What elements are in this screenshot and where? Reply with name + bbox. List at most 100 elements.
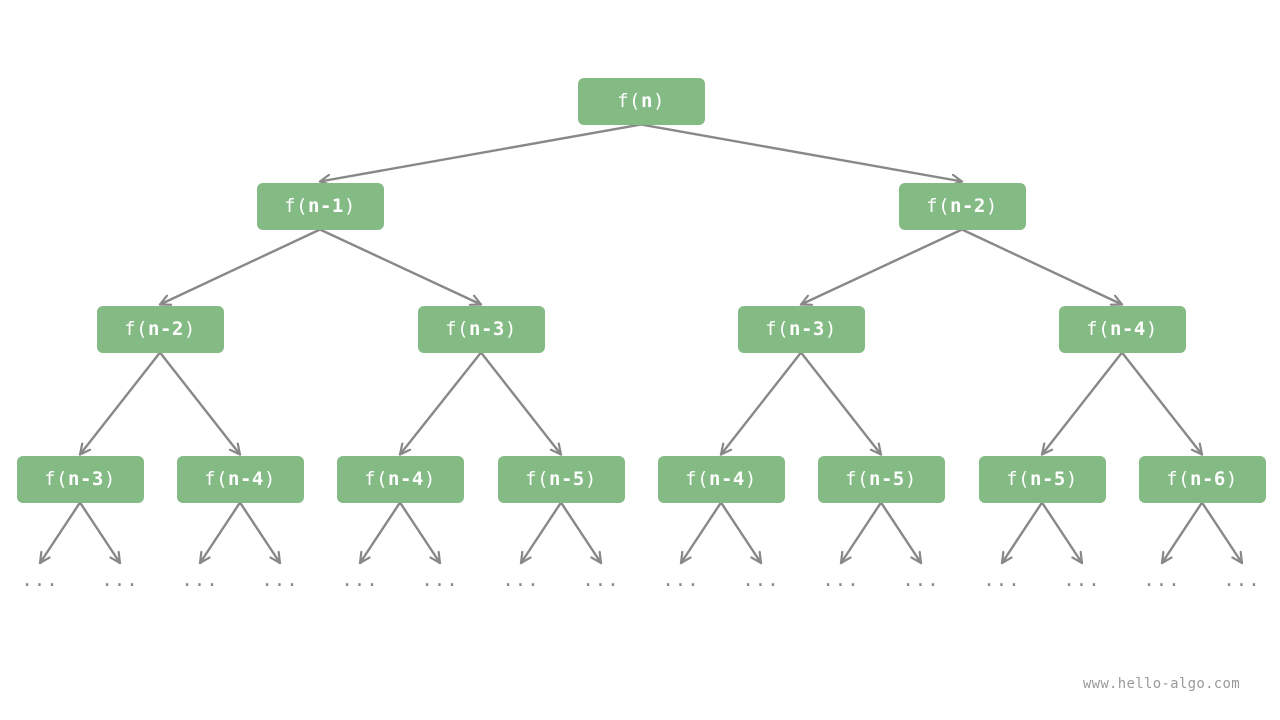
edge-l1-a-to-l2-a xyxy=(158,228,322,305)
call-node-argument: n-3 xyxy=(68,467,104,490)
call-node-function: f( xyxy=(765,317,790,340)
call-node-function: f( xyxy=(204,467,229,490)
ellipsis: ... xyxy=(742,569,780,591)
call-node-root: f(n) xyxy=(577,77,705,125)
call-node-close: ) xyxy=(183,317,196,340)
edge-l3-d-to-truncated-1 xyxy=(519,501,563,565)
edge-l2-b-to-l3-d xyxy=(479,351,563,456)
call-node-l1-b: f(n-2) xyxy=(898,182,1026,230)
edge-l3-c-to-truncated-2 xyxy=(398,501,442,565)
ellipsis: ... xyxy=(341,569,379,591)
call-node-argument: n-2 xyxy=(950,194,986,217)
call-node-l3-a: f(n-3) xyxy=(16,455,144,503)
edge-l2-c-to-l3-f xyxy=(799,351,883,456)
call-node-l2-b: f(n-3) xyxy=(417,305,545,353)
call-node-close: ) xyxy=(1145,317,1158,340)
watermark: www.hello-algo.com xyxy=(1082,676,1240,692)
edge-l3-f-to-truncated-2 xyxy=(879,501,923,565)
call-node-argument: n-3 xyxy=(469,317,505,340)
edge-l3-c-to-truncated-1 xyxy=(358,501,402,565)
call-node-l3-b: f(n-4) xyxy=(176,455,304,503)
call-node-argument: n-4 xyxy=(228,467,264,490)
edge-l2-c-to-l3-e xyxy=(719,351,803,456)
edge-l2-b-to-l3-c xyxy=(398,351,483,456)
call-node-argument: n-6 xyxy=(1190,467,1226,490)
ellipsis: ... xyxy=(1063,569,1101,591)
ellipsis: ... xyxy=(822,569,860,591)
edge-l3-b-to-truncated-1 xyxy=(198,501,242,565)
edge-l3-b-to-truncated-2 xyxy=(238,501,282,565)
ellipsis: ... xyxy=(21,569,59,591)
call-node-l3-h: f(n-6) xyxy=(1138,455,1266,503)
ellipsis: ... xyxy=(181,569,219,591)
call-node-close: ) xyxy=(343,194,356,217)
call-node-close: ) xyxy=(263,467,276,490)
call-node-l1-a: f(n-1) xyxy=(256,182,384,230)
edge-l3-e-to-truncated-2 xyxy=(719,501,763,565)
call-node-argument: n-4 xyxy=(388,467,424,490)
call-node-function: f( xyxy=(845,467,870,490)
edge-l2-a-to-l3-a xyxy=(78,351,162,456)
call-node-close: ) xyxy=(744,467,757,490)
call-node-argument: n xyxy=(640,89,653,112)
call-node-l2-a: f(n-2) xyxy=(96,305,224,353)
edge-l1-b-to-l2-c xyxy=(799,228,964,305)
call-node-argument: n-5 xyxy=(549,467,585,490)
call-node-close: ) xyxy=(1225,467,1238,490)
call-node-close: ) xyxy=(985,194,998,217)
call-node-argument: n-1 xyxy=(308,194,344,217)
call-node-close: ) xyxy=(584,467,597,490)
edge-l1-b-to-l2-d xyxy=(960,228,1124,305)
edge-l2-d-to-l3-h xyxy=(1120,351,1204,456)
ellipsis: ... xyxy=(1223,569,1261,591)
ellipsis: ... xyxy=(983,569,1021,591)
call-node-argument: n-5 xyxy=(1030,467,1066,490)
edge-l3-h-to-truncated-2 xyxy=(1200,501,1244,565)
edge-l3-h-to-truncated-1 xyxy=(1160,501,1204,565)
call-node-function: f( xyxy=(1086,317,1111,340)
edge-l3-a-to-truncated-2 xyxy=(78,501,122,565)
edge-l3-d-to-truncated-2 xyxy=(559,501,603,565)
call-node-function: f( xyxy=(685,467,710,490)
call-node-function: f( xyxy=(617,89,641,112)
ellipsis: ... xyxy=(582,569,620,591)
call-node-l3-e: f(n-4) xyxy=(657,455,785,503)
call-node-function: f( xyxy=(926,194,951,217)
edge-l2-a-to-l3-b xyxy=(158,351,242,456)
ellipsis: ... xyxy=(261,569,299,591)
ellipsis: ... xyxy=(421,569,459,591)
call-node-close: ) xyxy=(423,467,436,490)
call-node-l2-c: f(n-3) xyxy=(737,305,865,353)
call-node-close: ) xyxy=(1065,467,1078,490)
call-node-function: f( xyxy=(284,194,309,217)
call-node-function: f( xyxy=(44,467,69,490)
edge-l3-a-to-truncated-1 xyxy=(38,501,82,565)
edge-l3-g-to-truncated-2 xyxy=(1040,501,1084,565)
call-node-close: ) xyxy=(824,317,837,340)
call-node-function: f( xyxy=(124,317,149,340)
call-node-argument: n-2 xyxy=(148,317,184,340)
edge-root-to-l1-a xyxy=(318,123,643,182)
call-node-l3-c: f(n-4) xyxy=(336,455,464,503)
call-node-function: f( xyxy=(1166,467,1191,490)
edge-l3-f-to-truncated-1 xyxy=(839,501,883,565)
call-node-function: f( xyxy=(445,317,470,340)
call-node-function: f( xyxy=(364,467,389,490)
call-node-function: f( xyxy=(525,467,550,490)
call-node-close: ) xyxy=(652,89,665,112)
edge-l3-e-to-truncated-1 xyxy=(679,501,723,565)
call-node-function: f( xyxy=(1006,467,1031,490)
edge-root-to-l1-b xyxy=(639,123,964,182)
call-node-argument: n-4 xyxy=(1110,317,1146,340)
call-node-l2-d: f(n-4) xyxy=(1058,305,1186,353)
edge-l3-g-to-truncated-1 xyxy=(1000,501,1044,565)
call-node-l3-d: f(n-5) xyxy=(497,455,625,503)
ellipsis: ... xyxy=(902,569,940,591)
edge-l1-a-to-l2-b xyxy=(318,228,483,305)
call-node-argument: n-3 xyxy=(789,317,825,340)
ellipsis: ... xyxy=(1143,569,1181,591)
call-node-argument: n-4 xyxy=(709,467,745,490)
ellipsis: ... xyxy=(101,569,139,591)
